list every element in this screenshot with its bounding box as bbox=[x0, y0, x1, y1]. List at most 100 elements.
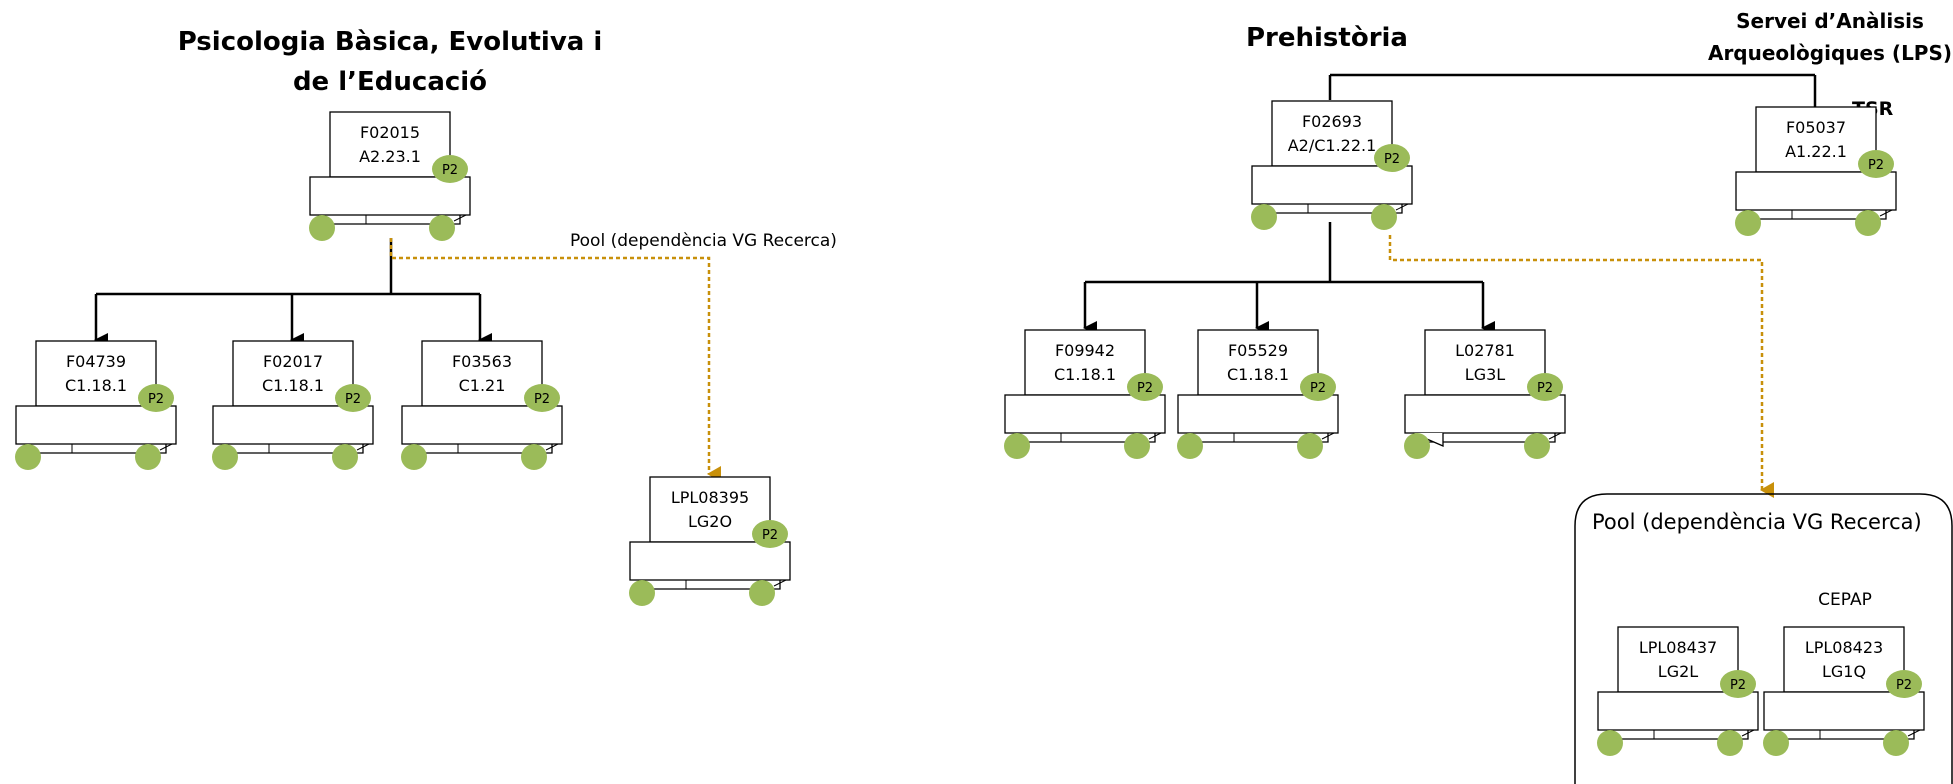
printer-paper bbox=[1424, 329, 1546, 396]
printer-foot-left bbox=[15, 444, 41, 470]
printer-location: LG3L bbox=[1465, 365, 1505, 384]
right-pool-connector bbox=[1388, 235, 1774, 498]
priority-badge bbox=[138, 384, 174, 412]
priority-badge bbox=[335, 384, 371, 412]
priority-badge bbox=[1374, 144, 1410, 172]
printer-location: LG2L bbox=[1658, 662, 1698, 681]
dept-title-prehistoria: Prehistòria bbox=[1246, 23, 1408, 53]
printer-foot-left bbox=[1404, 433, 1430, 459]
printer-foot-left bbox=[1597, 730, 1623, 756]
printer-paper bbox=[1755, 106, 1877, 173]
priority-badge bbox=[1300, 373, 1336, 401]
printer-fold bbox=[159, 443, 173, 451]
printer-foot-left bbox=[629, 580, 655, 606]
printer-location: LG1Q bbox=[1822, 662, 1866, 681]
printer-body bbox=[15, 405, 177, 445]
printer-location: A1.22.1 bbox=[1785, 142, 1847, 161]
printer-foot-left bbox=[1004, 433, 1030, 459]
printer-foot-left bbox=[1735, 210, 1761, 236]
priority-badge-label: P2 bbox=[1896, 678, 1912, 693]
printer-foot-right bbox=[1524, 433, 1550, 459]
printer-code: F05529 bbox=[1228, 341, 1288, 360]
printer-body bbox=[309, 176, 471, 216]
dept-title-line2: de l’Educació bbox=[293, 67, 487, 97]
printer-body bbox=[212, 405, 374, 445]
printer-body bbox=[1004, 394, 1166, 434]
pool-container bbox=[1574, 493, 1953, 784]
printer-paper bbox=[649, 476, 771, 543]
printer-paper bbox=[1617, 626, 1739, 693]
printer-foot-left bbox=[1177, 433, 1203, 459]
printer-location: C1.18.1 bbox=[65, 376, 127, 395]
priority-badge bbox=[752, 520, 788, 548]
printer-foot-right bbox=[1297, 433, 1323, 459]
cepap-label: CEPAP bbox=[1818, 590, 1872, 610]
printer-code: F04739 bbox=[66, 352, 126, 371]
printer-foot-right bbox=[749, 580, 775, 606]
printer-foot-right bbox=[521, 444, 547, 470]
priority-badge-label: P2 bbox=[1537, 381, 1553, 396]
printer-body bbox=[1251, 165, 1413, 205]
printer-body bbox=[1735, 171, 1897, 211]
priority-badge-label: P2 bbox=[1730, 678, 1746, 693]
printer-location: C1.18.1 bbox=[1054, 365, 1116, 384]
left-pool-connector bbox=[389, 238, 721, 482]
printer-foot-left bbox=[212, 444, 238, 470]
printer-fold bbox=[1879, 209, 1893, 217]
printer-body bbox=[401, 405, 563, 445]
printer-body bbox=[629, 541, 791, 581]
printer-paper bbox=[1024, 329, 1146, 396]
priority-badge-label: P2 bbox=[534, 392, 550, 407]
left-hierarchy-connectors bbox=[94, 238, 492, 347]
printer-location: A2/C1.22.1 bbox=[1288, 136, 1377, 155]
dept-title-line1: Psicologia Bàsica, Evolutiva i bbox=[178, 27, 603, 57]
printer-fold bbox=[545, 443, 559, 451]
printer-fold bbox=[773, 579, 787, 587]
priority-badge-label: P2 bbox=[762, 528, 778, 543]
printer-paper bbox=[35, 340, 157, 407]
printer-foot-right bbox=[1124, 433, 1150, 459]
printer-fold bbox=[453, 214, 467, 222]
printer-code: F05037 bbox=[1786, 118, 1846, 137]
printer-location: LG2O bbox=[688, 512, 732, 531]
priority-badge-label: P2 bbox=[148, 392, 164, 407]
printer-foot-right bbox=[1371, 204, 1397, 230]
printer-foot-left bbox=[1251, 204, 1277, 230]
priority-badge-label: P2 bbox=[1310, 381, 1326, 396]
printer-foot-left bbox=[309, 215, 335, 241]
printer-body bbox=[1177, 394, 1339, 434]
printer-foot-right bbox=[429, 215, 455, 241]
service-title-line2: Arqueològiques (LPS) bbox=[1708, 41, 1952, 65]
priority-badge bbox=[1858, 150, 1894, 178]
priority-badge-label: P2 bbox=[1137, 381, 1153, 396]
printer-code: F02015 bbox=[360, 123, 420, 142]
printer-fold bbox=[1148, 432, 1162, 440]
printer-body bbox=[1763, 691, 1925, 731]
priority-badge-label: P2 bbox=[442, 163, 458, 178]
printer-code: L02781 bbox=[1455, 341, 1515, 360]
printer-code: LPL08437 bbox=[1639, 638, 1717, 657]
printer-code: F02017 bbox=[263, 352, 323, 371]
printer-nodes: F02015A2.23.1P2F04739C1.18.1P2F02017C1.1… bbox=[15, 100, 1925, 756]
printer-body bbox=[1597, 691, 1759, 731]
right-top-connector bbox=[1328, 73, 1817, 108]
priority-badge bbox=[524, 384, 560, 412]
printer-code: LPL08395 bbox=[671, 488, 749, 507]
printer-fold bbox=[1321, 432, 1335, 440]
printer-location: C1.18.1 bbox=[1227, 365, 1289, 384]
printer-paper bbox=[232, 340, 354, 407]
priority-badge bbox=[1527, 373, 1563, 401]
printer-fold bbox=[1741, 729, 1755, 737]
printer-code: F02693 bbox=[1302, 112, 1362, 131]
printer-location: A2.23.1 bbox=[359, 147, 421, 166]
left-pool-label: Pool (dependència VG Recerca) bbox=[570, 231, 837, 251]
